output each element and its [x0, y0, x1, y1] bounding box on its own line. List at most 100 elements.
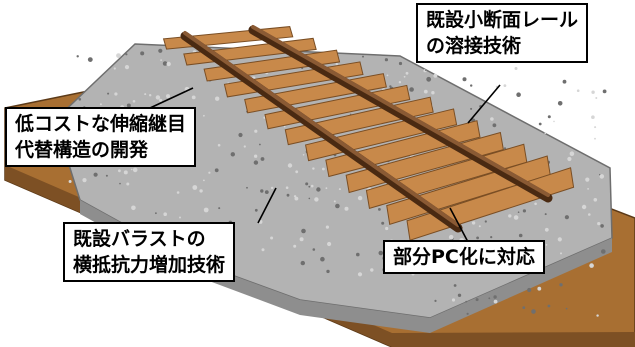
ballast-stone	[238, 132, 243, 138]
leader-welding	[467, 84, 501, 124]
ballast-stone	[518, 233, 523, 238]
ballast-stone	[327, 241, 332, 247]
ballast-stone	[283, 125, 286, 128]
ballast-stone	[126, 103, 131, 108]
ballast-stone	[386, 74, 389, 77]
ballast-stone	[602, 89, 607, 94]
ballast-stone	[191, 95, 196, 100]
ballast-stone	[344, 206, 349, 211]
ballast-stone	[588, 213, 591, 216]
ballast-stone	[118, 169, 121, 173]
ballast-stone	[260, 189, 264, 193]
ballast-stone	[203, 179, 205, 182]
ballast-stone	[488, 297, 491, 300]
ballast-stone	[230, 152, 235, 157]
ballast-stone	[522, 209, 527, 213]
ballast-stone	[425, 69, 427, 71]
ballast-stone	[107, 92, 110, 95]
ballast-stone	[426, 76, 432, 82]
ballast-stone	[160, 59, 163, 61]
ballast-stone	[478, 225, 481, 228]
ballast-stone	[585, 177, 590, 182]
callout-partial-pc: 部分PC化に対応	[383, 240, 545, 274]
ballast-stone	[433, 73, 438, 78]
ballast-stone	[125, 53, 128, 56]
ballast-stone	[253, 154, 258, 158]
ballast-stone	[389, 85, 392, 88]
rail-right-head	[251, 25, 550, 197]
ballast-stone	[508, 214, 512, 218]
ballast-stone	[409, 87, 414, 92]
ballast-stone	[155, 95, 161, 100]
ballast-stone	[215, 96, 220, 101]
ballast-stone	[217, 143, 221, 147]
ballast-stone	[538, 122, 542, 126]
ballast-stone	[333, 200, 336, 203]
ballast-stone	[398, 81, 402, 84]
ballast-stone	[214, 168, 219, 173]
ballast-stone	[287, 163, 293, 168]
ballast-stone	[302, 154, 305, 156]
ballast-shoulder-front	[80, 200, 612, 333]
ballast-stone	[559, 283, 563, 287]
ballast-stone	[326, 269, 330, 274]
ballast-stone	[470, 84, 473, 87]
ballast-stone	[503, 147, 507, 150]
ballast-stone	[547, 115, 551, 119]
ballast-stone	[565, 307, 568, 310]
ballast-stone	[513, 215, 519, 220]
ballast-stone	[562, 79, 567, 84]
ballast-stone	[557, 237, 562, 242]
ballast-stone	[261, 248, 265, 252]
ballast-stone	[314, 197, 319, 202]
ballast-stone	[527, 287, 532, 293]
callout-rail-welding-line2: の溶接技術	[426, 35, 522, 57]
ballast-stone	[308, 185, 311, 188]
ballast-stone	[601, 249, 606, 254]
ballast-stone	[203, 114, 205, 117]
ballast-stone	[199, 189, 203, 193]
ballast-stone	[155, 212, 157, 215]
ballast-stone	[591, 90, 595, 94]
ballast-stone	[545, 244, 548, 246]
rails	[180, 25, 553, 233]
ballast-stone	[475, 298, 479, 302]
ballast-stone	[300, 260, 305, 266]
ballast-stone	[503, 84, 507, 87]
ballast-stone	[246, 186, 248, 189]
callout-ballast-resistance: 既設バラストの 横抵抗力増加技術	[63, 222, 236, 282]
callout-ballast-resistance-line1: 既設バラストの	[73, 228, 206, 250]
ballast-stone	[594, 126, 597, 129]
ballast-stone	[243, 145, 246, 148]
ballast-stone	[113, 67, 116, 70]
ballast-stone	[514, 67, 518, 70]
ballast-stone	[254, 129, 258, 133]
ballast-stone	[381, 221, 385, 225]
ballast-stone	[179, 216, 181, 219]
ballast-stone	[398, 61, 403, 66]
ballast-stone	[126, 182, 130, 186]
ballast-stone	[471, 221, 476, 225]
ballast-stone	[310, 184, 314, 188]
ballast-stone	[492, 123, 497, 128]
ballast-stone	[462, 77, 467, 82]
ballast-stone	[119, 182, 121, 185]
ballast-stone	[589, 263, 594, 268]
ballast-stone	[581, 204, 587, 210]
ballast-stone	[203, 207, 209, 213]
ballast-stone	[465, 300, 468, 303]
ballast-stone	[493, 295, 497, 299]
ballast-stone	[87, 57, 93, 62]
ballast-stone	[451, 298, 456, 302]
ballast-stone	[124, 65, 130, 70]
ballast-stone	[587, 188, 589, 190]
ballast-stone	[434, 299, 437, 302]
ballast-stone	[385, 226, 389, 231]
ballast-stone	[308, 197, 311, 200]
ballast-stone	[544, 132, 547, 135]
ballast-stone	[264, 190, 269, 195]
callout-expansion-joint-line1: 低コストな伸縮継目	[15, 113, 187, 135]
rail-left	[180, 31, 463, 233]
leader-pc	[449, 207, 469, 243]
ballast-stone	[286, 193, 290, 197]
